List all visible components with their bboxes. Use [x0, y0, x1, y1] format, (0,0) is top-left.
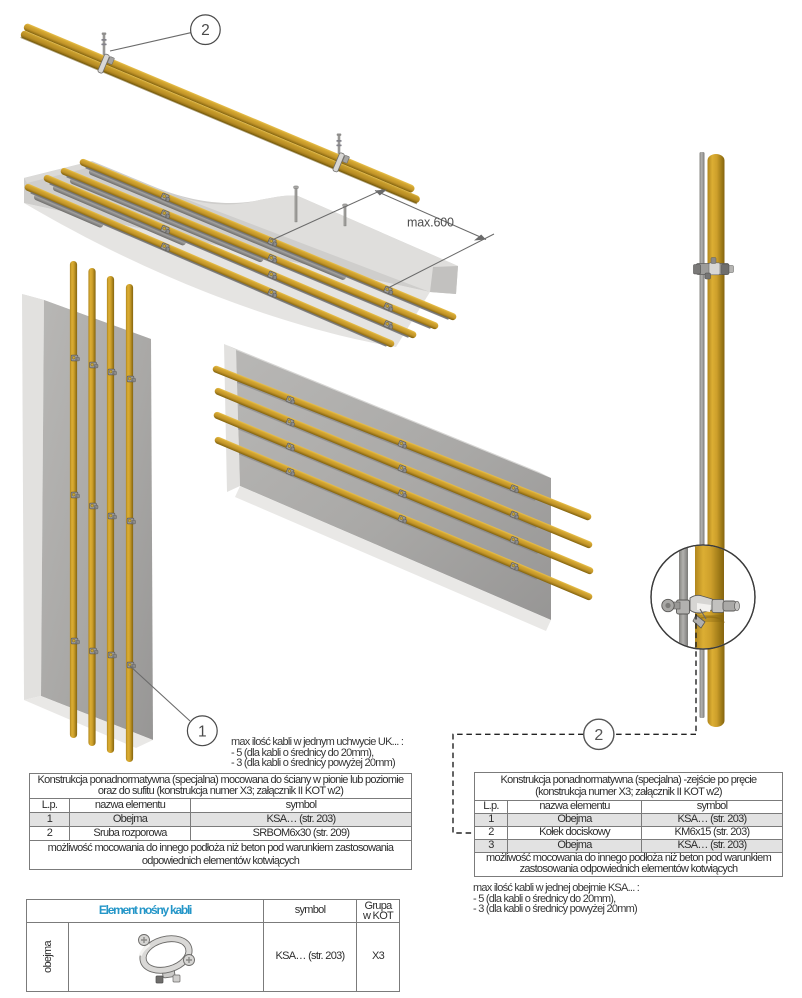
svg-text:2: 2 [594, 727, 603, 744]
svg-text:max.600: max.600 [407, 216, 454, 230]
svg-text:2: 2 [201, 22, 210, 39]
svg-text:1: 1 [198, 723, 207, 740]
